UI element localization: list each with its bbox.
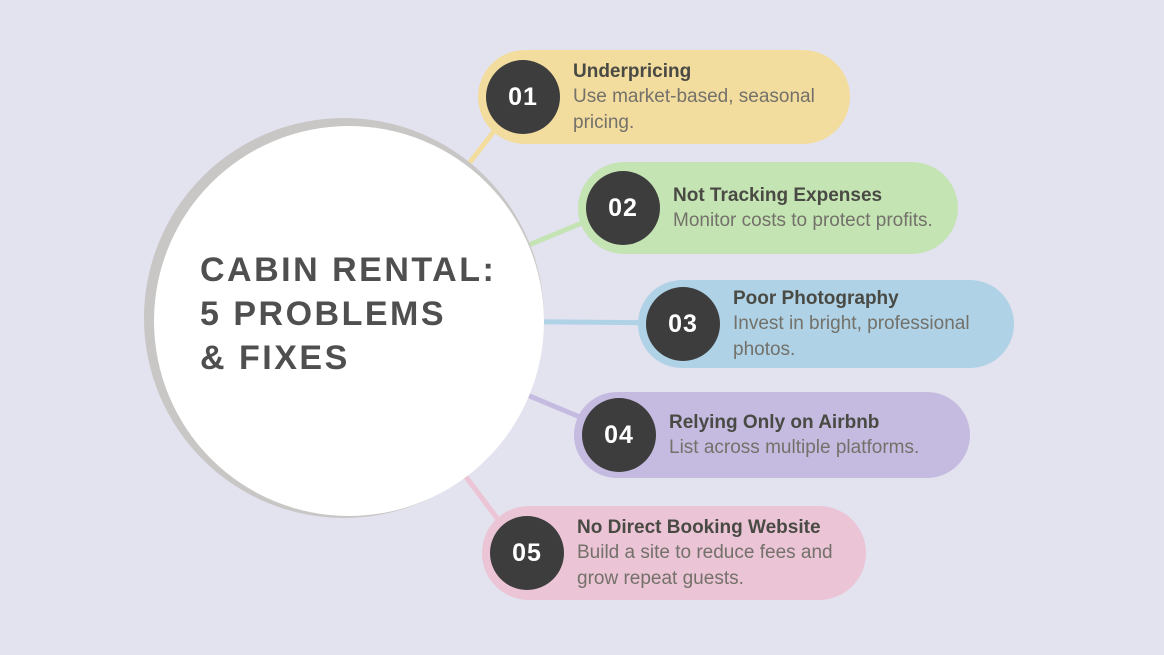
main-title-line-2: 5 PROBLEMS: [200, 295, 447, 334]
main-circle: [154, 126, 544, 516]
pill-text: Relying Only on Airbnb List across multi…: [669, 410, 919, 460]
problem-pill-underpricing: 01 Underpricing Use market-based, season…: [478, 50, 850, 144]
pill-description: Monitor costs to protect profits.: [673, 210, 933, 231]
number-label: 01: [508, 82, 538, 111]
number-badge: 04: [582, 398, 656, 472]
pill-description: Invest in bright, professional photos.: [733, 313, 970, 360]
number-badge: 05: [490, 516, 564, 590]
problem-pill-booking-website: 05 No Direct Booking Website Build a sit…: [482, 506, 866, 600]
main-title-line-1: CABIN RENTAL:: [200, 251, 497, 289]
problem-pill-expenses: 02 Not Tracking Expenses Monitor costs t…: [578, 162, 958, 254]
number-label: 04: [604, 420, 634, 449]
problem-pill-photography: 03 Poor Photography Invest in bright, pr…: [638, 280, 1014, 368]
pill-text: Not Tracking Expenses Monitor costs to p…: [673, 183, 933, 233]
pill-title: No Direct Booking Website: [577, 517, 821, 539]
number-badge: 01: [486, 60, 560, 134]
problem-pill-airbnb: 04 Relying Only on Airbnb List across mu…: [574, 392, 970, 478]
pill-text: Poor Photography Invest in bright, profe…: [733, 286, 996, 361]
number-label: 05: [512, 538, 542, 567]
main-title: CABIN RENTAL: 5 PROBLEMS & FIXES: [200, 248, 496, 381]
number-label: 02: [608, 193, 638, 222]
pill-title: Poor Photography: [733, 288, 899, 310]
pill-text: Underpricing Use market-based, seasonal …: [573, 59, 832, 134]
number-badge: 03: [646, 287, 720, 361]
pill-description: Build a site to reduce fees and grow rep…: [577, 542, 833, 589]
pill-title: Not Tracking Expenses: [673, 184, 883, 206]
pill-title: Underpricing: [573, 61, 692, 83]
pill-description: Use market-based, seasonal pricing.: [573, 86, 815, 133]
number-label: 03: [668, 309, 698, 338]
number-badge: 02: [586, 171, 660, 245]
pill-text: No Direct Booking Website Build a site t…: [577, 515, 848, 590]
main-title-line-3: & FIXES: [200, 339, 350, 378]
pill-description: List across multiple platforms.: [669, 437, 920, 458]
pill-title: Relying Only on Airbnb: [669, 411, 880, 433]
